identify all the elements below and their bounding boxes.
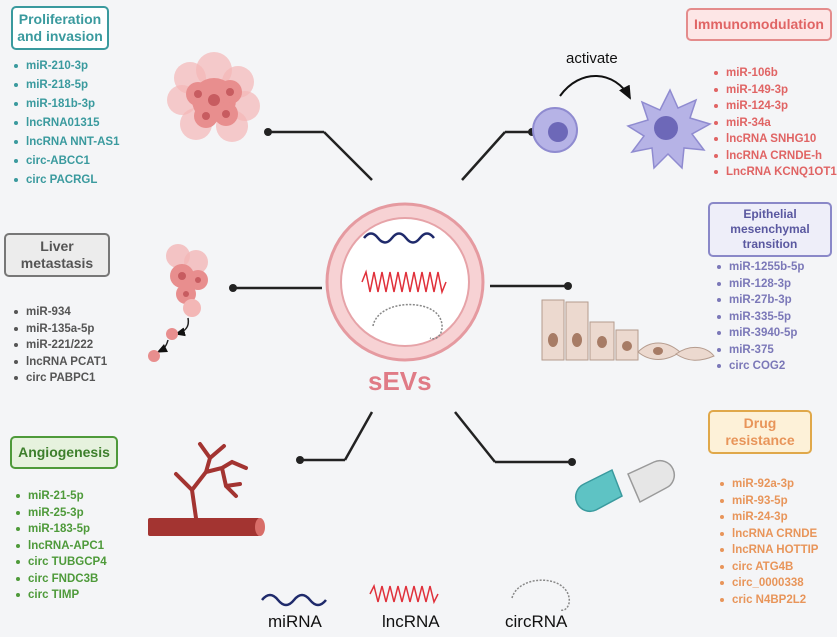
immunomodulation-title: Immunomodulation <box>686 8 832 41</box>
list-item: miR-3940-5p <box>715 325 804 342</box>
list-item: miR-25-3p <box>14 505 107 522</box>
legend-lncrna-label: lncRNA <box>382 612 440 631</box>
emt-title: Epithelial mesenchymal transition <box>708 202 832 257</box>
list-item: lncRNA CRNDE-h <box>712 148 837 165</box>
list-item: miR-149-3p <box>712 82 837 99</box>
list-item: circ-ABCC1 <box>12 152 120 171</box>
list-item: circ_0000338 <box>718 575 818 592</box>
list-item: lncRNA SNHG10 <box>712 131 837 148</box>
metastasis-cluster-icon <box>148 244 208 362</box>
list-item: miR-124-3p <box>712 98 837 115</box>
center-circrna-icon <box>372 303 443 340</box>
legend-circrna-label: circRNA <box>505 612 568 631</box>
center-label: sEVs <box>368 366 432 396</box>
list-item: lncRNA PCAT1 <box>12 354 107 371</box>
connector-immunomodulation <box>461 128 536 181</box>
center-mirna-icon <box>363 232 435 244</box>
list-item: miR-92a-3p <box>718 476 818 493</box>
legend-circrna-icon <box>511 579 571 612</box>
proliferation-list: miR-210-3p miR-218-5p miR-181b-3p lncRNA… <box>12 57 120 190</box>
connector-proliferation <box>264 128 373 181</box>
list-item: LncRNA KCNQ1OT1 <box>712 164 837 181</box>
drug-title: Drug resistance <box>708 410 812 454</box>
list-item: miR-128-3p <box>715 276 804 293</box>
list-item: miR-221/222 <box>12 337 107 354</box>
list-item: miR-183-5p <box>14 521 107 538</box>
list-item: lncRNA NNT-AS1 <box>12 133 120 152</box>
angiogenesis-title: Angiogenesis <box>10 436 118 469</box>
activate-label: activate <box>566 50 618 67</box>
list-item: lncRNA CRNDE <box>718 526 818 543</box>
legend-mirna-icon <box>261 593 327 607</box>
list-item: miR-135a-5p <box>12 321 107 338</box>
list-item: miR-934 <box>12 304 107 321</box>
legend-mirna-label: miRNA <box>268 612 322 631</box>
list-item: miR-218-5p <box>12 76 120 95</box>
list-item: lncRNA HOTTIP <box>718 542 818 559</box>
list-item: miR-375 <box>715 342 804 359</box>
list-item: lncRNA-APC1 <box>14 538 107 555</box>
proliferation-title: Proliferation and invasion <box>11 6 109 50</box>
list-item: miR-21-5p <box>14 488 107 505</box>
emt-list: miR-1255b-5p miR-128-3p miR-27b-3p miR-3… <box>715 259 804 375</box>
tumor-cluster-icon <box>167 52 260 142</box>
immunomodulation-list: miR-106b miR-149-3p miR-124-3p miR-34a l… <box>712 65 837 181</box>
activated-cell-icon <box>626 88 712 170</box>
list-item: circ PABPC1 <box>12 370 107 387</box>
center-lncrna-icon <box>361 269 447 295</box>
drug-list: miR-92a-3p miR-93-5p miR-24-3p lncRNA CR… <box>718 476 818 608</box>
liver-title: Liver metastasis <box>4 233 110 277</box>
legend-lncrna-icon <box>369 583 439 605</box>
list-item: circ TUBGCP4 <box>14 554 107 571</box>
list-item: circ TIMP <box>14 587 107 604</box>
sev-vesicle <box>325 202 485 362</box>
activate-arrow-icon <box>559 75 631 100</box>
connector-drug <box>454 411 576 466</box>
list-item: miR-181b-3p <box>12 95 120 114</box>
list-item: circ ATG4B <box>718 559 818 576</box>
list-item: miR-27b-3p <box>715 292 804 309</box>
connector-angiogenesis <box>296 411 374 464</box>
blood-vessel-icon <box>148 442 265 536</box>
connector-emt <box>490 282 572 290</box>
list-item: cric N4BP2L2 <box>718 592 818 609</box>
list-item: circ PACRGL <box>12 171 120 190</box>
list-item: miR-34a <box>712 115 837 132</box>
immune-cell-icon <box>532 107 578 153</box>
list-item: miR-1255b-5p <box>715 259 804 276</box>
list-item: miR-106b <box>712 65 837 82</box>
list-item: miR-24-3p <box>718 509 818 526</box>
list-item: miR-93-5p <box>718 493 818 510</box>
liver-list: miR-934 miR-135a-5p miR-221/222 lncRNA P… <box>12 304 107 387</box>
list-item: lncRNA01315 <box>12 114 120 133</box>
list-item: miR-210-3p <box>12 57 120 76</box>
angiogenesis-list: miR-21-5p miR-25-3p miR-183-5p lncRNA-AP… <box>14 488 107 604</box>
connector-liver <box>229 284 322 292</box>
list-item: circ COG2 <box>715 358 804 375</box>
list-item: circ FNDC3B <box>14 571 107 588</box>
drug-capsule-icon <box>574 459 676 513</box>
emt-cells-icon <box>541 299 715 361</box>
list-item: miR-335-5p <box>715 309 804 326</box>
